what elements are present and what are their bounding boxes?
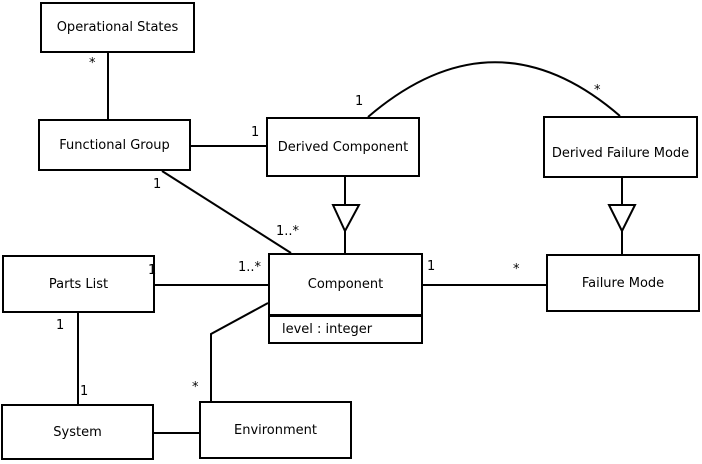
class-name-label: Functional Group xyxy=(59,137,170,153)
multiplicity-label: * xyxy=(594,83,601,98)
class-name-label: Component xyxy=(307,277,384,292)
class-component[interactable]: Component level : integer xyxy=(268,253,423,344)
edge-environment-component xyxy=(210,302,269,401)
class-name-label: Parts List xyxy=(48,276,109,292)
class-functional-group[interactable]: Functional Group xyxy=(38,119,191,171)
edge-functional-group-component xyxy=(161,170,292,254)
multiplicity-label: 1 xyxy=(56,318,65,333)
class-derived-failure-mode[interactable]: Derived Failure Mode xyxy=(543,116,698,178)
multiplicity-label: * xyxy=(192,380,199,395)
class-name-label: Derived Component xyxy=(277,139,409,155)
multiplicity-label: 1..* xyxy=(238,260,262,275)
multiplicity-label: 1 xyxy=(148,263,157,278)
class-name-label: Environment xyxy=(233,422,317,438)
class-operational-states[interactable]: Operational States xyxy=(40,2,195,53)
multiplicity-label: 1 xyxy=(80,384,89,399)
generalization-arrow-icon xyxy=(331,204,361,234)
multiplicity-label: 1 xyxy=(355,94,364,109)
class-derived-component[interactable]: Derived Component xyxy=(266,117,420,177)
class-attribute-label: level : integer xyxy=(282,322,373,337)
class-name-label: Failure Mode xyxy=(581,275,665,291)
class-failure-mode[interactable]: Failure Mode xyxy=(546,254,700,312)
class-attribute-compartment: level : integer xyxy=(270,317,421,342)
multiplicity-label: * xyxy=(513,262,520,277)
class-name-label: Derived Failure Mode xyxy=(551,146,690,161)
multiplicity-label: 1 xyxy=(251,125,260,140)
multiplicity-label: * xyxy=(89,56,96,71)
edge-derived-component-derived-failure-mode-arc xyxy=(367,61,621,118)
class-environment[interactable]: Environment xyxy=(199,401,352,459)
class-name-compartment: Component xyxy=(270,255,421,317)
multiplicity-label: 1 xyxy=(153,177,162,192)
class-system[interactable]: System xyxy=(1,404,154,460)
edge-derived-failure-mode-failure-mode-generalization xyxy=(607,178,637,254)
class-name-label: Operational States xyxy=(56,20,179,35)
multiplicity-label: 1..* xyxy=(276,224,300,239)
edge-derived-component-component-generalization xyxy=(331,177,361,253)
class-parts-list[interactable]: Parts List xyxy=(2,255,155,313)
class-name-label: System xyxy=(53,424,102,440)
generalization-arrow-icon xyxy=(607,204,637,234)
multiplicity-label: 1 xyxy=(427,259,436,274)
